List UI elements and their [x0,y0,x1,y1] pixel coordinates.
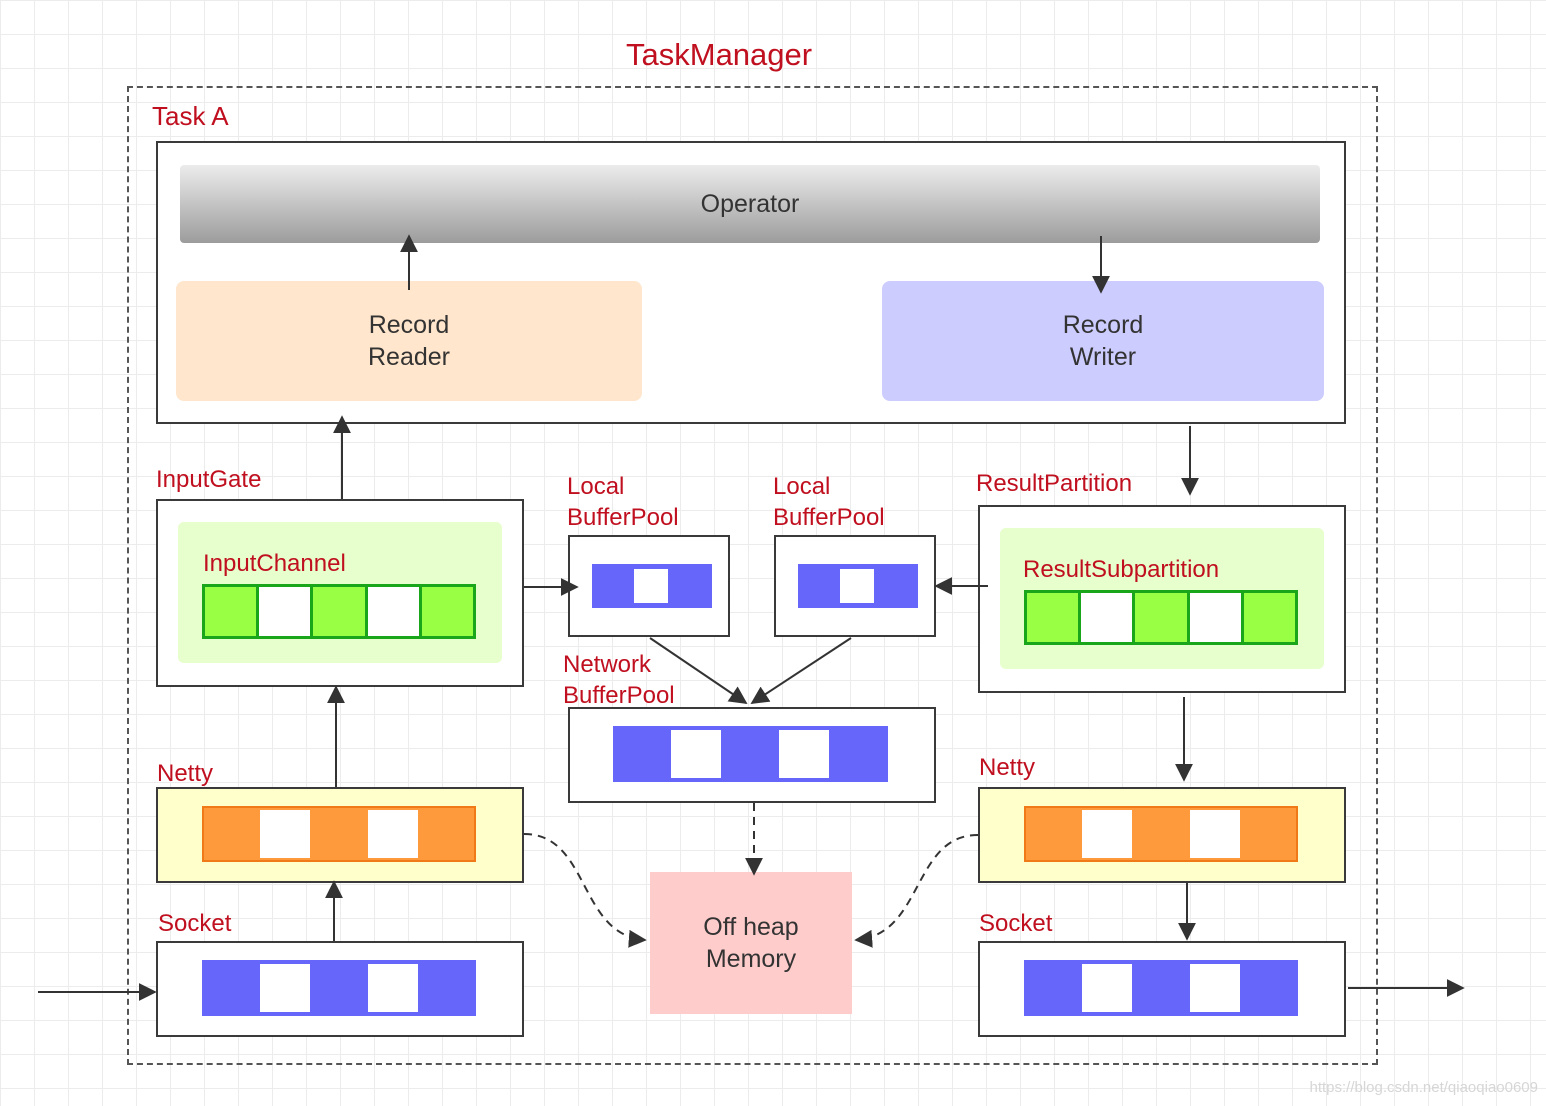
network-buffer-pool-line1: Network [563,651,652,678]
task-a-label: Task A [152,101,229,131]
socket-left-buffers [202,960,476,1016]
buffer-cell [1027,593,1079,642]
taskmanager-title: TaskManager [626,37,813,72]
buffer-cell [368,964,418,1012]
buffer-cell [840,569,874,603]
buffer-cell [1240,593,1296,642]
record-writer-line2: Writer [1069,343,1137,371]
result-subpartition-buffers [1024,590,1298,645]
record-reader-block: Record Reader [176,281,642,401]
input-gate-label: InputGate [156,466,262,493]
local-buffer-pool-left-label: Local BufferPool [567,471,679,533]
local-buffer-pool-right-buffers [798,564,918,608]
buffer-cell [634,569,668,603]
buffer-cell [1078,593,1133,642]
off-heap-line2: Memory [705,945,797,973]
watermark: https://blog.csdn.net/qiaoqiao0609 [1309,1079,1538,1096]
local-buffer-pool-left-buffers [592,564,712,608]
buffer-cell [310,587,365,636]
socket-right-buffers [1024,960,1298,1016]
operator-block: Operator [180,165,1320,243]
input-channel-label: InputChannel [203,550,346,577]
result-subpartition-label: ResultSubpartition [1023,556,1220,583]
off-heap-line1: Off heap [703,913,799,941]
buffer-cell [1190,810,1240,858]
local-buffer-pool-right-line1: Local [773,473,831,500]
arrow-localpool-right-to-network [750,637,852,704]
network-buffer-pool-label: Network BufferPool [563,649,675,711]
result-partition-label: ResultPartition [976,470,1133,497]
network-buffer-pool-buffers [613,726,888,782]
buffer-cell [418,587,474,636]
netty-right-label: Netty [979,754,1036,781]
arrow-netty-left-to-offheap [523,833,647,948]
netty-left-label: Netty [157,760,214,787]
input-channel-buffers [202,584,476,639]
buffer-cell [1082,964,1132,1012]
arrow-localpool-left-to-network [649,637,748,705]
buffer-cell [1132,593,1187,642]
record-reader-line1: Record [368,311,450,339]
buffer-cell [779,730,829,778]
taskmanager-boundary [127,86,1378,1065]
buffer-cell [260,810,310,858]
local-buffer-pool-right-line2: BufferPool [773,504,885,531]
netty-right-buffers [1024,806,1298,862]
netty-left-buffers [202,806,476,862]
operator-label: Operator [700,190,800,218]
buffer-cell [671,730,721,778]
buffer-cell [1186,593,1241,642]
buffer-cell [368,810,418,858]
record-reader-line2: Reader [368,343,450,371]
buffer-cell [1190,964,1240,1012]
buffer-cell [205,587,257,636]
local-buffer-pool-right-label: Local BufferPool [773,471,885,533]
socket-right-label: Socket [979,910,1053,937]
buffer-cell [256,587,311,636]
buffer-cell [1082,810,1132,858]
buffer-cell [364,587,419,636]
local-buffer-pool-left-line2: BufferPool [567,504,679,531]
record-writer-block: Record Writer [882,281,1324,401]
socket-left-label: Socket [158,910,232,937]
off-heap-memory-block: Off heap Memory [650,872,852,1014]
local-buffer-pool-left-line1: Local [567,473,625,500]
record-writer-line1: Record [1062,311,1144,339]
arrow-netty-right-to-offheap [854,834,979,948]
network-buffer-pool-line2: BufferPool [563,682,675,709]
buffer-cell [260,964,310,1012]
